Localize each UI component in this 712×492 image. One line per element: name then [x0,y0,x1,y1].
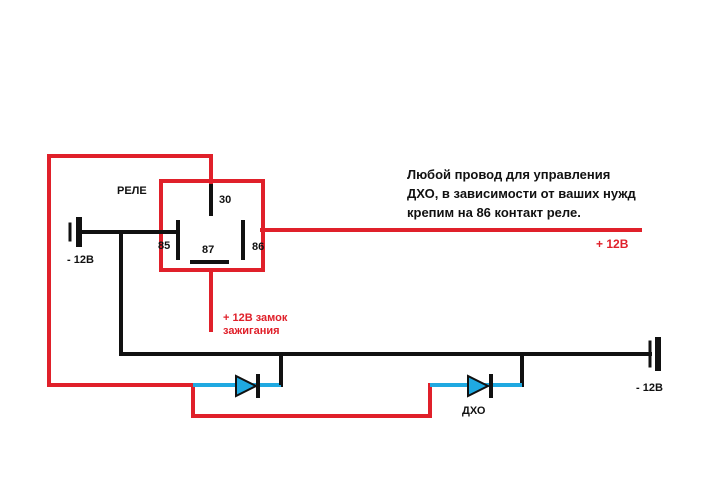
pin-85-label: 85 [158,240,170,252]
pin-86-label: 86 [252,241,264,253]
plus-12v-label: + 12В [596,237,629,251]
minus-12v-right-label: - 12В [636,382,663,394]
pin-87-label: 87 [202,244,214,256]
relay-box [159,179,265,272]
wire-pin30-loop [47,154,213,387]
positive-wires [47,154,642,418]
drl-label: ДХО [462,405,486,417]
diode-1 [193,354,283,398]
relay-label: РЕЛЕ [117,185,147,197]
note-line-3: крепим на 86 контакт реле. [407,205,581,220]
wire-ground-bus [119,230,652,356]
ground-symbol-right [648,337,661,371]
minus-12v-left-label: - 12В [67,254,94,266]
note-line-2: ДХО, в зависимости от ваших нужд [407,186,636,201]
wire-diode-bridge [191,383,432,418]
ignition-label-line2: зажигания [223,325,280,337]
ground-wires [77,230,652,387]
relay-contacts [176,184,245,264]
pin-30-label: 30 [219,194,231,206]
ground-symbol-left [68,217,82,247]
diode-2 [430,374,522,398]
note-line-1: Любой провод для управления [407,167,610,182]
ignition-label-line1: + 12В замок [223,312,288,324]
